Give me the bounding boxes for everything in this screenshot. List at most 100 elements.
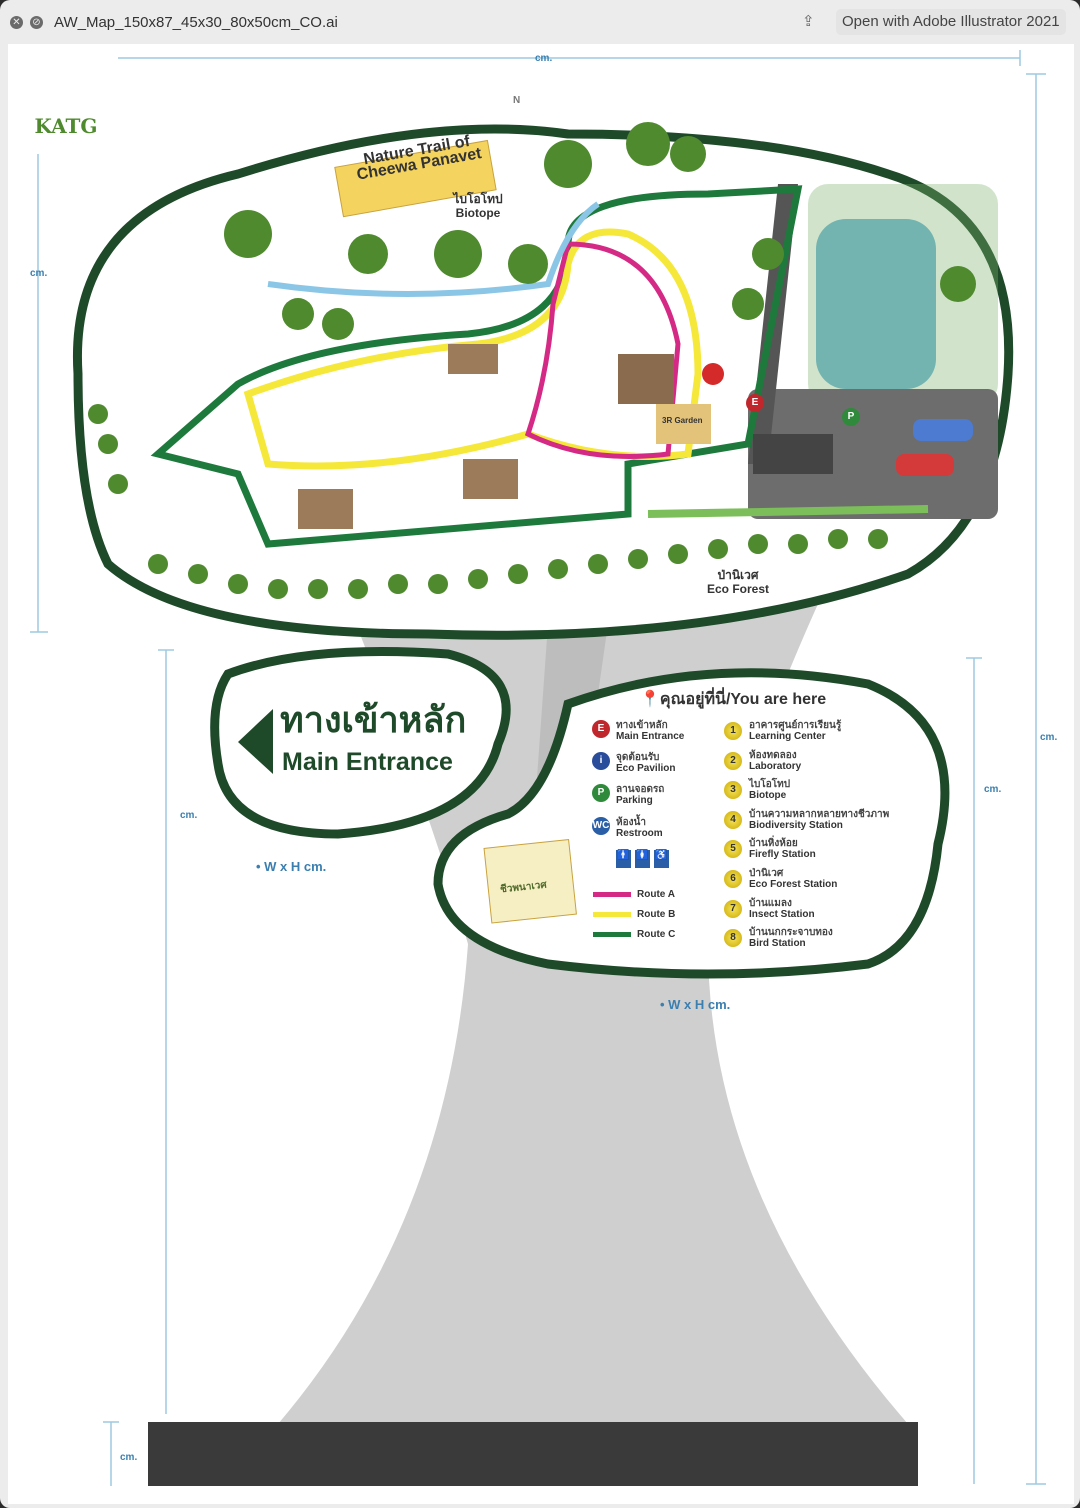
biotope-label-th: ไบโอโทป	[453, 192, 503, 206]
size-label-entrance: • W x H cm.	[256, 859, 327, 874]
dim-trunk-label: cm.	[180, 810, 198, 821]
biotope-label-en: Biotope	[455, 206, 501, 220]
route-a-swatch	[593, 892, 631, 897]
route-b-label: Route B	[637, 909, 676, 920]
garden-3r	[656, 404, 711, 444]
station-number-badge: 6	[724, 870, 742, 888]
female-restroom-icon: 🚺	[635, 850, 650, 868]
legend-symbol-th: ลานจอดรถ	[616, 784, 665, 795]
legend-station-th: ป่านิเวศ	[749, 868, 784, 879]
green-path	[647, 505, 929, 518]
dim-trunk-right-label: cm.	[984, 784, 1002, 795]
legend-title-text: คุณอยู่ที่นี่/You are here	[659, 691, 827, 708]
lake	[816, 219, 936, 389]
legend-symbol-th: ห้องน้ำ	[616, 817, 646, 828]
station-number-badge: 2	[724, 751, 742, 770]
entrance-sign-bubble	[210, 647, 511, 839]
legend-title: 📍คุณอยู่ที่นี่/You are here	[640, 687, 826, 712]
dim-top-label: cm.	[535, 53, 553, 64]
route-a-path	[524, 241, 681, 459]
station-number-badge: 1	[724, 722, 742, 740]
eco-forest-label-en: Eco Forest	[706, 582, 769, 596]
learning-center-building	[618, 354, 674, 404]
route-c-swatch	[593, 932, 631, 937]
garden-label: 3R Garden	[662, 416, 703, 425]
share-icon[interactable]: ⇪	[802, 13, 815, 30]
title-sign	[334, 139, 497, 218]
legend-station-th: ห้องทดลอง	[749, 749, 797, 761]
legend-symbol-en: Eco Pavilion	[616, 763, 676, 774]
legend-symbol-th: จุดต้อนรับ	[616, 752, 660, 763]
size-label-legend: • W x H cm.	[660, 997, 731, 1012]
legend-station-th: บ้านนกกระจาบทอง	[749, 927, 833, 939]
pavilion-building	[753, 434, 833, 474]
katg-logo: KATG	[34, 114, 98, 138]
map-artwork	[30, 50, 1046, 1486]
legend-badge-icon: WC	[592, 817, 610, 835]
male-restroom-icon: 🚹	[616, 850, 631, 868]
stream	[267, 201, 600, 297]
legend-station-th: ไบโอโทป	[749, 779, 791, 791]
legend-station-th: บ้านแมลง	[749, 897, 792, 909]
legend-badge-icon: E	[592, 720, 610, 738]
legend-station-en: Bird Station	[749, 938, 806, 950]
compass-icon: N	[513, 95, 521, 106]
station-number-badge: 7	[724, 899, 742, 918]
window-title: AW_Map_150x87_45x30_80x50cm_CO.ai	[54, 13, 338, 31]
artwork-canvas: KATG cm. cm. cm. cm. cm. cm. • W x H cm.…	[8, 44, 1074, 1504]
entrance-sign-en: Main Entrance	[282, 748, 453, 776]
legend-station-en: Biodiversity Station	[749, 819, 843, 831]
legend-symbol-en: Restroom	[616, 828, 663, 839]
station-number-badge: 3	[724, 781, 742, 800]
title-bar: ✕ ⊘ AW_Map_150x87_45x30_80x50cm_CO.ai ⇪ …	[0, 0, 1080, 44]
legend-station-en: Learning Center	[749, 731, 826, 742]
legend-station-th: บ้านความหลากหลายทางชีวภาพ	[749, 808, 890, 820]
location-pin-icon: 📍	[640, 691, 660, 708]
dim-base-label: cm.	[120, 1452, 138, 1463]
entrance-marker-icon: E	[746, 394, 764, 412]
legend-symbol-th: ทางเข้าหลัก	[616, 720, 668, 731]
parking-marker-icon: P	[842, 408, 860, 426]
eco-forest-label-th: ป่านิเวศ	[717, 568, 759, 582]
station-building	[463, 459, 518, 499]
fullscreen-icon[interactable]: ⊘	[30, 15, 43, 29]
you-are-here-pin	[702, 363, 724, 385]
dim-left-label: cm.	[30, 268, 48, 279]
legend-symbol-en: Main Entrance	[616, 731, 685, 742]
station-number-badge: 4	[724, 810, 742, 829]
route-c-label: Route C	[637, 929, 676, 940]
legend-station-en: Eco Forest Station	[749, 879, 838, 890]
legend-badge-icon: P	[592, 784, 610, 802]
car	[896, 454, 954, 476]
entrance-sign-th: ทางเข้าหลัก	[280, 699, 467, 740]
legend-badge-icon: i	[592, 752, 610, 770]
car	[913, 419, 973, 441]
base-block	[148, 1422, 918, 1486]
open-with-illustrator-button[interactable]: Open with Adobe Illustrator 2021	[836, 9, 1066, 35]
station-number-badge: 5	[724, 840, 742, 859]
legend-station-th: บ้านหิ่งห้อย	[749, 838, 798, 850]
station-building	[448, 344, 498, 374]
legend-station-en: Insect Station	[749, 908, 815, 920]
route-a-label: Route A	[637, 889, 675, 900]
legend-station-en: Biotope	[749, 790, 787, 802]
close-icon[interactable]: ✕	[10, 15, 23, 29]
route-b-swatch	[593, 912, 631, 917]
legend-station-th: อาคารศูนย์การเรียนรู้	[749, 720, 842, 731]
arrow-left-icon	[238, 709, 273, 774]
station-number-badge: 8	[724, 929, 742, 948]
legend-station-en: Firefly Station	[749, 849, 816, 861]
accessible-restroom-icon: ♿	[654, 850, 669, 868]
